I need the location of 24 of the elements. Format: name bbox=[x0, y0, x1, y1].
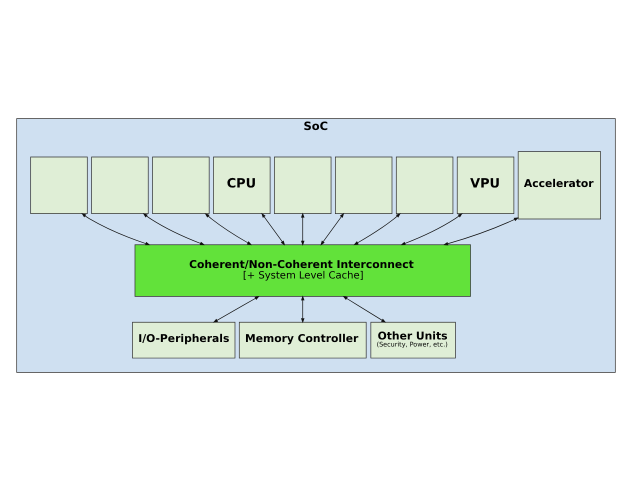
node-box: CPU bbox=[213, 156, 270, 214]
node-box bbox=[30, 156, 88, 214]
arrow bbox=[81, 212, 150, 246]
arrow bbox=[300, 295, 304, 324]
node-box: Coherent/Non-Coherent Interconnect [+ System Level Cache] bbox=[134, 244, 471, 297]
node-box: VPU bbox=[456, 156, 514, 214]
arrow bbox=[443, 217, 519, 246]
node-box bbox=[335, 156, 392, 214]
arrow bbox=[212, 296, 260, 323]
arrow bbox=[320, 212, 344, 246]
arrow bbox=[142, 212, 205, 246]
arrow bbox=[261, 212, 286, 246]
node-box bbox=[396, 156, 454, 214]
node-box bbox=[274, 156, 332, 214]
node-box bbox=[91, 156, 149, 214]
node-box: I/O-Peripherals bbox=[132, 322, 236, 358]
arrow bbox=[204, 212, 252, 246]
node-box bbox=[152, 156, 210, 214]
node-box: Memory Controller bbox=[238, 322, 367, 358]
node-box: Accelerator bbox=[518, 151, 601, 220]
arrow bbox=[342, 296, 386, 323]
arrow bbox=[300, 212, 304, 246]
arrow bbox=[353, 212, 401, 246]
arrow bbox=[400, 212, 463, 246]
